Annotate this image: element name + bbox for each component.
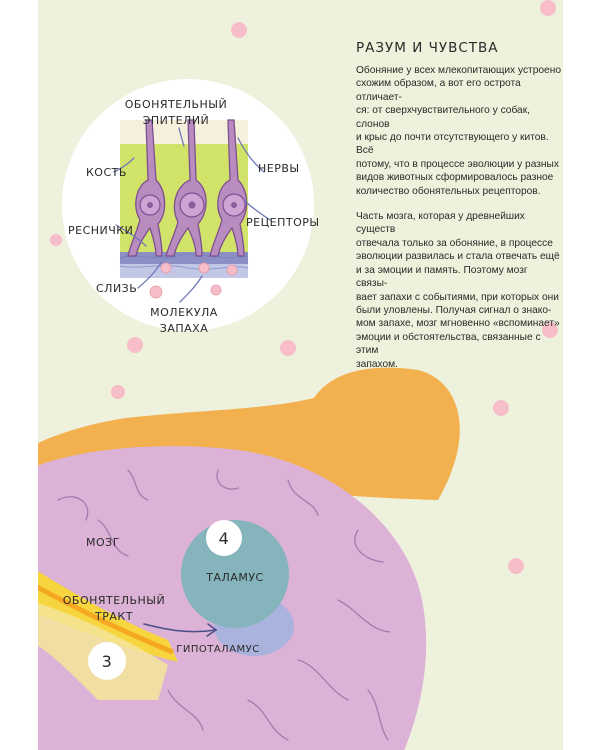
receptors-label: РЕЦЕПТОРЫ (246, 216, 320, 229)
tract-arrow (143, 623, 218, 637)
molecule-label-line1: МОЛЕКУЛА (150, 306, 218, 319)
text-column: РАЗУМ И ЧУВСТВА Обоняние у всех млекопит… (356, 40, 561, 383)
epithelium-diagram (62, 79, 314, 331)
paragraph-1: Обоняние у всех млекопитающих устроено с… (356, 65, 562, 197)
epithelium-title-line1: ОБОНЯТЕЛЬНЫЙ (125, 98, 227, 111)
nerves-label: НЕРВЫ (258, 162, 300, 175)
hypothalamus-label: ГИПОТАЛАМУС (176, 644, 259, 655)
step-3-number: 3 (102, 652, 113, 671)
paragraph-2: Часть мозга, которая у древнейших сущест… (356, 211, 560, 370)
tract-label-line1: ОБОНЯТЕЛЬНЫЙ (63, 594, 165, 607)
bone-label: КОСТЬ (86, 166, 127, 179)
tract-label-line2: ТРАКТ (94, 610, 133, 623)
molecule-label-line2: ЗАПАХА (160, 322, 208, 335)
cilia-label: РЕСНИЧКИ (68, 224, 133, 237)
thalamus (181, 520, 289, 628)
step-4-badge (206, 520, 242, 556)
book-page: ОБОНЯТЕЛЬНЫЙ ЭПИТЕЛИЙ КОСТЬ НЕРВЫ РЕСНИЧ… (38, 0, 563, 750)
background-dots (50, 0, 558, 574)
thalamus-label: ТАЛАМУС (205, 571, 263, 584)
brain-label: МОЗГ (86, 536, 120, 549)
step-4-number: 4 (219, 529, 230, 548)
mucus-label: СЛИЗЬ (96, 282, 137, 295)
epithelium-title-line2: ЭПИТЕЛИЙ (143, 114, 210, 127)
section-title: РАЗУМ И ЧУВСТВА (356, 40, 499, 56)
step-3-badge (88, 642, 126, 680)
illustration: ОБОНЯТЕЛЬНЫЙ ЭПИТЕЛИЙ КОСТЬ НЕРВЫ РЕСНИЧ… (38, 0, 558, 750)
